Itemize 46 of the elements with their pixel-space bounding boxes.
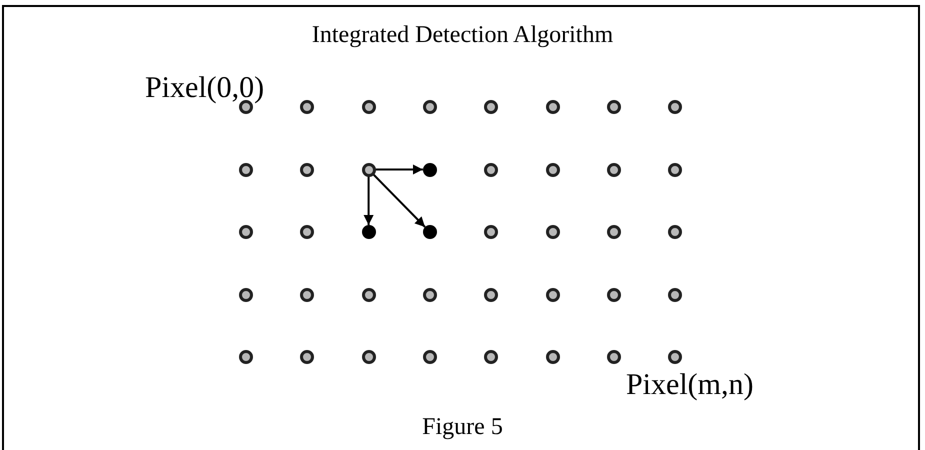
pixel-dot [546,350,560,364]
pixel-dot [484,100,498,114]
pixel-dot [300,288,314,302]
title: Integrated Detection Algorithm [310,22,614,49]
filled-pixel-dot [362,225,376,239]
pixel-dot [362,288,376,302]
pixel-dot [606,162,621,176]
pixel-dot [422,100,437,114]
arrow [376,164,423,174]
pixel-dot [606,100,621,114]
pixel-dot [239,350,253,364]
pixel-dot [546,225,560,239]
pixel-dot [546,100,560,114]
pixel-dot [239,288,253,302]
filled-pixel-dot [422,162,437,176]
pixel-dot [606,350,621,364]
pixel-dot [484,288,498,302]
pixel-dot [300,162,314,176]
pixel-dot [606,225,621,239]
figure-caption: Figure 5 [421,414,504,441]
pixel-label: Pixel(m,n) [626,370,754,400]
pixel-dot [668,100,682,114]
pixel-dot [422,350,437,364]
pixel-dot [362,350,376,364]
pixel-dot [668,162,682,176]
pixel-dot [668,350,682,364]
pixel-dot [362,100,376,114]
arrow [372,174,426,228]
pixel-dot [484,350,498,364]
filled-pixel-dot [422,225,437,239]
pixel-dot [484,162,498,176]
pixel-dot [422,288,437,302]
pixel-dot [300,225,314,239]
pixel-dot [239,162,253,176]
pixel-dot [300,100,314,114]
arrow [364,176,374,225]
pixel-dot [606,288,621,302]
pixel-dot [546,162,560,176]
pixel-dot [546,288,560,302]
pixel-dot [239,225,253,239]
pixel-dot [362,162,376,176]
pixel-dot [668,288,682,302]
pixel-dot [300,350,314,364]
pixel-label: Pixel(0,0) [145,73,264,103]
pixel-dot [668,225,682,239]
pixel-dot [484,225,498,239]
